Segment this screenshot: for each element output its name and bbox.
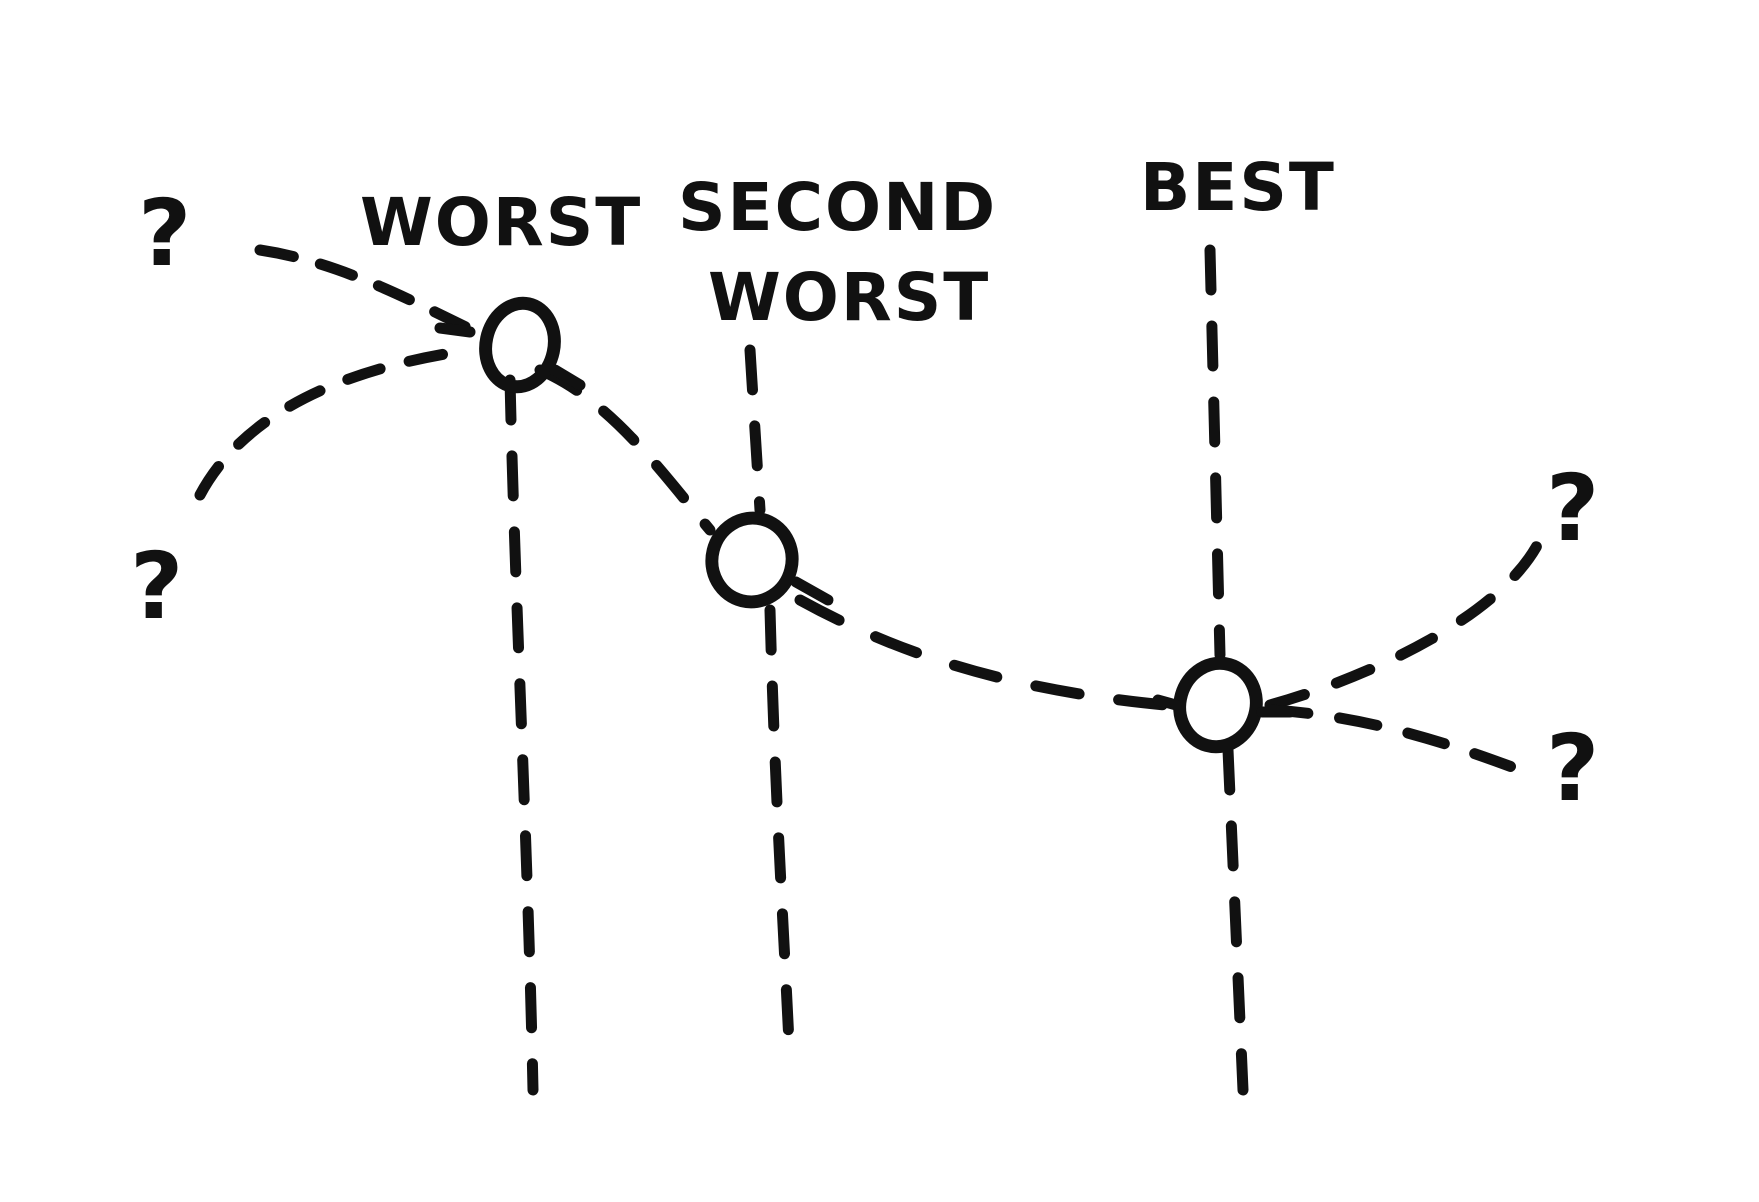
question-mark-lower-left: ?	[130, 533, 183, 640]
node-best	[1152, 656, 1296, 754]
label-worst: WORST	[360, 184, 642, 261]
question-mark-lower-right: ?	[1546, 715, 1599, 822]
node-second-worst	[705, 511, 834, 609]
path-second-worst-to-best	[794, 594, 1171, 711]
guide-line-worst	[504, 374, 539, 1096]
unknown-path-upper-left	[254, 244, 488, 341]
label-best: BEST	[1140, 149, 1336, 226]
label-second-worst-line1: SECOND	[678, 169, 997, 246]
node-worst	[434, 296, 586, 394]
question-mark-upper-left: ?	[138, 180, 191, 287]
unknown-path-lower-left	[194, 344, 476, 501]
question-mark-upper-right: ?	[1546, 455, 1599, 562]
unknown-path-lower-right	[1264, 704, 1526, 776]
path-worst-to-second-worst	[534, 364, 716, 536]
guide-line-second-worst	[744, 344, 796, 1071]
unknown-path-upper-right	[1264, 534, 1546, 711]
guide-line-best	[1204, 244, 1249, 1096]
label-second-worst-line2: WORST	[708, 259, 990, 336]
